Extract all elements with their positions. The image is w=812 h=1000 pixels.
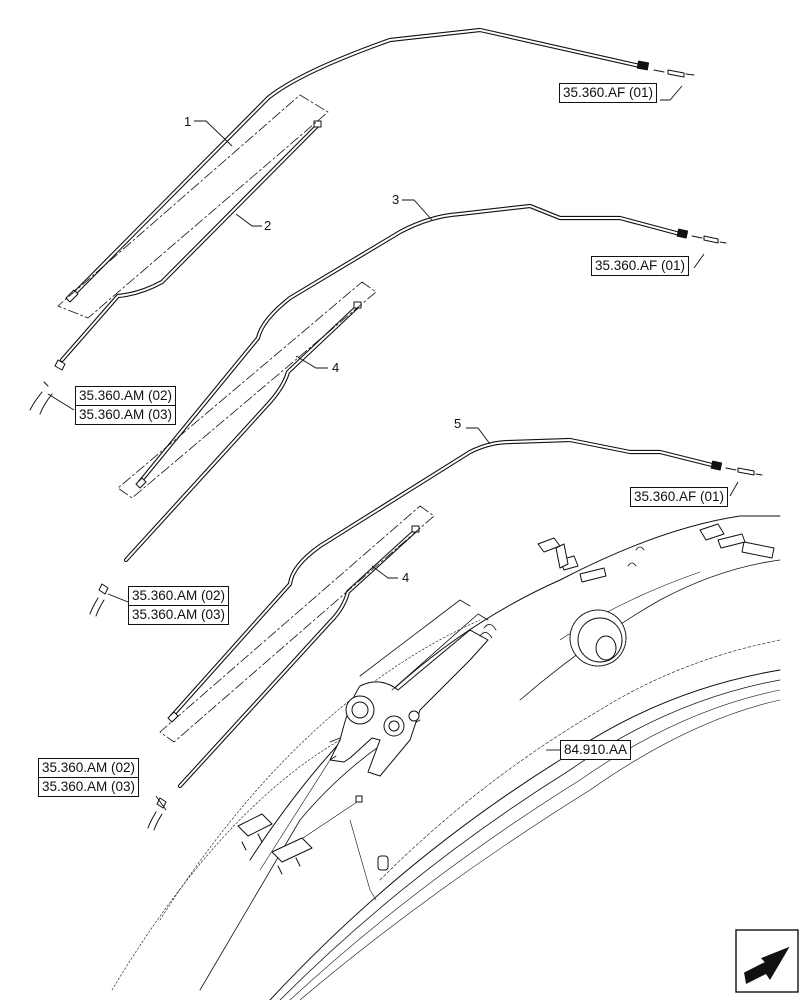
pipe-1 bbox=[65, 27, 695, 303]
callout-3: 3 bbox=[392, 192, 399, 207]
pipe-2 bbox=[29, 120, 322, 415]
ref-am-03[interactable]: 35.360.AM (03) bbox=[75, 405, 177, 425]
dash-frame-3 bbox=[159, 505, 435, 743]
ref-am-03[interactable]: 35.360.AM (03) bbox=[128, 605, 230, 625]
ref-af-2[interactable]: 35.360.AF (01) bbox=[591, 256, 690, 276]
callout-4b: 4 bbox=[402, 570, 409, 585]
ref-af-1[interactable]: 35.360.AF (01) bbox=[559, 83, 658, 103]
pipe-3 bbox=[135, 203, 727, 489]
ref-am-group-3: 35.360.AM (02) 35.360.AM (03) bbox=[38, 758, 140, 797]
ref-boom[interactable]: 84.910.AA bbox=[560, 740, 632, 760]
dash-frame-1 bbox=[57, 94, 329, 319]
ref-am-02[interactable]: 35.360.AM (02) bbox=[128, 586, 230, 606]
boom-structure bbox=[111, 515, 781, 1000]
callout-4a: 4 bbox=[332, 360, 339, 375]
callout-5: 5 bbox=[454, 416, 461, 431]
ref-am-03[interactable]: 35.360.AM (03) bbox=[38, 777, 140, 797]
ref-am-02[interactable]: 35.360.AM (02) bbox=[75, 386, 177, 406]
pipe-4a bbox=[89, 301, 362, 617]
leader-lines bbox=[47, 85, 739, 811]
ref-am-group-2: 35.360.AM (02) 35.360.AM (03) bbox=[128, 586, 230, 625]
arrow-nav-icon[interactable] bbox=[735, 929, 799, 993]
dash-frame-2 bbox=[117, 281, 377, 499]
pipe-5 bbox=[167, 437, 763, 723]
ref-am-02[interactable]: 35.360.AM (02) bbox=[38, 758, 140, 778]
ref-af-3[interactable]: 35.360.AF (01) bbox=[630, 487, 729, 507]
ref-am-group-1: 35.360.AM (02) 35.360.AM (03) bbox=[75, 386, 177, 425]
callout-1: 1 bbox=[184, 114, 191, 129]
callout-2: 2 bbox=[264, 218, 271, 233]
pipe-4b bbox=[147, 525, 420, 831]
